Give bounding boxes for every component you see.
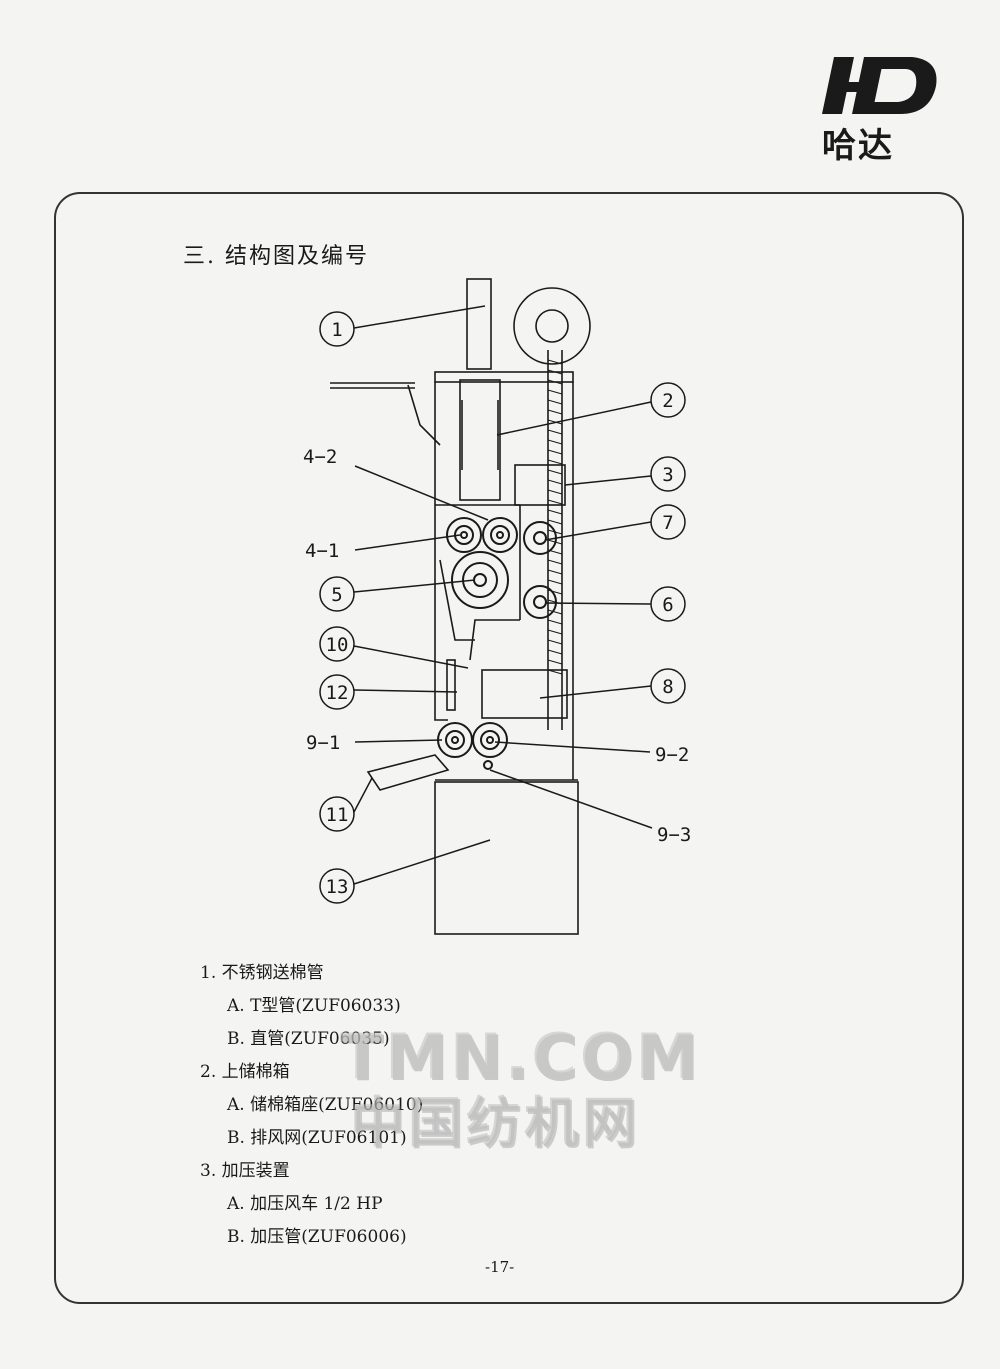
logo-text: 哈达 [822, 126, 894, 166]
callout-8: 8 [662, 676, 673, 698]
callout-2: 2 [662, 390, 673, 412]
hada-logo-icon [822, 57, 937, 114]
callout-9-3: 9−3 [657, 824, 691, 846]
callout-3: 3 [662, 464, 673, 486]
callout-11: 11 [326, 804, 349, 826]
part-3a: A. 加压风车 1/2 HP [227, 1194, 383, 1214]
callout-6: 6 [662, 594, 673, 616]
part-1a: A. T型管(ZUF06033) [227, 996, 401, 1016]
callout-9-1: 9−1 [306, 732, 340, 754]
callout-7: 7 [662, 512, 673, 534]
callout-4-2: 4−2 [303, 446, 337, 468]
part-2a: A. 储棉箱座(ZUF06010) [227, 1095, 424, 1115]
page-number: -17- [485, 1258, 515, 1276]
callout-5: 5 [331, 584, 342, 606]
section-heading: 三. 结构图及编号 [183, 244, 369, 269]
content-frame [54, 192, 964, 1304]
part-3b: B. 加压管(ZUF06006) [227, 1227, 407, 1247]
callout-9-2: 9−2 [655, 744, 689, 766]
part-2b: B. 排风网(ZUF06101) [227, 1128, 407, 1148]
watermark-site-name: 中国纺机网 [350, 1091, 640, 1154]
structure-diagram: 1 2 3 4−2 4−1 5 7 6 10 8 12 9−1 9−2 11 9… [303, 278, 691, 935]
callout-12: 12 [326, 682, 349, 704]
part-3-label: 3. 加压装置 [200, 1161, 290, 1181]
callout-1: 1 [331, 319, 342, 341]
part-1b: B. 直管(ZUF06035) [227, 1029, 390, 1049]
parts-list: 1. 不锈钢送棉管 A. T型管(ZUF06033) B. 直管(ZUF0603… [200, 957, 423, 1254]
part-1-label: 1. 不锈钢送棉管 [200, 963, 324, 983]
callout-4-1: 4−1 [305, 540, 339, 562]
callout-10: 10 [326, 634, 349, 656]
callout-13: 13 [326, 876, 349, 898]
watermark-domain: TMN.COM [340, 1020, 701, 1093]
part-2-label: 2. 上储棉箱 [200, 1062, 290, 1082]
